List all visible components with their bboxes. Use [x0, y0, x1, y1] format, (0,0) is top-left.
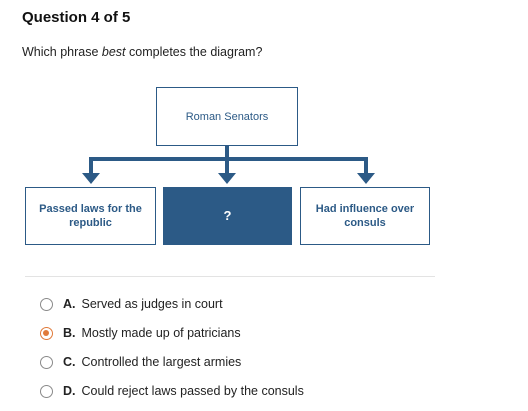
- question-title: Question 4 of 5: [22, 9, 131, 26]
- answer-option-c[interactable]: C. Controlled the largest armies: [40, 352, 241, 372]
- answer-letter: D.: [63, 384, 76, 398]
- answer-option-b[interactable]: B. Mostly made up of patricians: [40, 323, 241, 343]
- answer-letter: B.: [63, 326, 76, 340]
- arrow-mid-icon: [218, 173, 236, 184]
- answer-letter: A.: [63, 297, 76, 311]
- diagram-box-middle: ?: [163, 187, 292, 245]
- radio-button[interactable]: [40, 297, 53, 311]
- radio-button[interactable]: [40, 355, 53, 369]
- divider: [25, 276, 435, 277]
- answer-text: Served as judges in court: [81, 297, 223, 311]
- prompt-text-before: Which phrase: [22, 45, 102, 59]
- answer-text: Mostly made up of patricians: [81, 326, 241, 340]
- radio-button[interactable]: [40, 326, 53, 340]
- connector-left-drop: [89, 157, 93, 174]
- answer-text: Controlled the largest armies: [81, 355, 242, 369]
- answer-option-d[interactable]: D. Could reject laws passed by the consu…: [40, 381, 304, 401]
- prompt-emphasis: best: [101, 45, 126, 59]
- answer-letter: C.: [63, 355, 76, 369]
- connector-mid-drop: [225, 157, 229, 174]
- arrow-left-icon: [82, 173, 100, 184]
- question-prompt: Which phrase best completes the diagram?: [22, 45, 262, 59]
- diagram-box-right: Had influence over consuls: [300, 187, 430, 245]
- answer-text: Could reject laws passed by the consuls: [81, 384, 304, 398]
- answer-option-a[interactable]: A. Served as judges in court: [40, 294, 223, 314]
- arrow-right-icon: [357, 173, 375, 184]
- connector-bar: [89, 157, 368, 161]
- diagram-box-top: Roman Senators: [156, 87, 298, 146]
- diagram-box-left: Passed laws for the republic: [25, 187, 156, 245]
- connector-right-drop: [364, 157, 368, 174]
- radio-button[interactable]: [40, 384, 53, 398]
- prompt-text-after: completes the diagram?: [125, 45, 263, 59]
- connector-stem: [225, 146, 229, 160]
